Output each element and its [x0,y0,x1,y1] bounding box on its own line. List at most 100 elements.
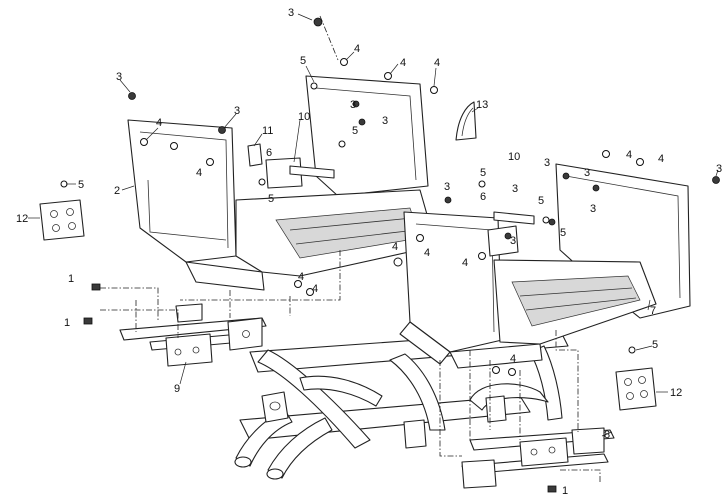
bolt-right-e [548,218,556,226]
leader-3-left [119,79,131,93]
stay-11-left [247,143,263,167]
assembly-line-k [439,360,462,457]
bracket-9-hole-2 [192,346,200,354]
emblem-body [455,101,477,141]
leader-3-left-mid [223,113,237,129]
right-floor-tread [511,275,641,327]
frame-tube-end-mid [266,468,284,480]
leader-11 [253,133,263,147]
nut-f [206,158,214,166]
leader-4-top-a [345,51,355,61]
bracket-9-hole-1 [174,348,182,356]
frame-front-tube [235,409,293,467]
callout-5-flap-left: 5 [78,179,84,191]
mud-flap-left-body [39,199,85,241]
nut-n [508,368,516,376]
frame-cross-tube-right [529,345,563,421]
callout-5-top-left: 5 [300,55,306,67]
leader-5-right [635,345,653,351]
bolt-right-d [504,232,512,240]
fasteners [60,17,720,493]
leader-4-top-c [433,67,437,87]
bracket-8-tab [571,427,605,455]
callout-3-right-b: 3 [512,183,518,195]
callout-labels: 3 5 4 4 4 3 3 13 5 10 11 3 3 4 4 6 5 2 5… [16,7,722,497]
callout-3-right-rear: 3 [716,163,722,175]
left-fender-outer-wall [127,119,237,263]
mud-flap-left [39,199,85,241]
screw-1c [547,485,557,493]
callout-4-floor-left: 4 [298,271,304,283]
frame-bracket-left-hole [269,401,281,411]
right-tread-line-2 [525,297,637,311]
side-emblem [455,101,477,141]
callout-3-center-b: 3 [382,115,388,127]
nut-e [170,142,178,150]
leader-13 [471,107,479,113]
callout-4-left-a: 4 [156,117,162,129]
callout-4-right-floor: 4 [510,353,516,365]
callout-10-left: 10 [298,111,310,123]
callout-4-right-a: 4 [626,149,632,161]
mud-flap-right-hole-2 [638,376,646,384]
bracket-9-tab [227,317,263,351]
leader-5-top [305,65,315,83]
mud-flap-left-hole-3 [52,224,60,232]
callout-4-right-b: 4 [658,153,664,165]
right-footrest-fender [399,163,691,369]
bolt-left-center [352,100,360,108]
stay-10-left [289,165,335,179]
nut-k [416,234,424,242]
callout-9: 9 [174,383,180,395]
mud-flap-right [615,367,657,411]
assembly-line-a [100,287,159,320]
left-fender-front-lip [185,261,265,291]
mud-flap-left-hole-4 [68,222,76,230]
washer-right-tab [542,216,550,224]
nut-h [306,288,314,296]
bolt-right-b [592,184,600,192]
callout-4-top-c: 4 [434,57,440,69]
bolt-left-rear [218,126,226,134]
stay-10-right [493,211,535,225]
callout-3-right-e: 3 [590,203,596,215]
bracket-8-plate [519,437,569,467]
washer-right-flap [628,346,636,354]
callout-3-right-a: 3 [444,181,450,193]
callout-5-center: 5 [352,125,358,137]
callout-10-right: 10 [508,151,520,163]
callout-5-left-mid: 5 [268,193,274,205]
washer-left-stay [310,82,318,90]
callout-4-right-c: 4 [424,247,430,259]
bolt-right-rear [712,176,720,184]
mud-flap-right-hole-3 [626,392,634,400]
callout-13: 13 [476,99,488,111]
callout-6-right: 6 [480,191,486,203]
callout-1-b: 1 [64,317,70,329]
callout-3-center-a: 3 [350,99,356,111]
nut-i [602,150,610,158]
leader-8 [601,431,613,437]
bracket-8-hole-1 [530,448,538,456]
callout-12-right: 12 [670,387,682,399]
frame-cross-tube-left [257,349,371,449]
leader-3-right-rear [715,169,719,177]
callout-11: 11 [262,125,273,137]
assembly-lines [100,15,601,484]
left-footrest-fender [127,75,437,291]
assembly-line-l [560,469,601,484]
screw-1a [91,283,101,291]
stay-6-left [265,157,303,189]
callout-3-top: 3 [288,7,294,19]
bolt-left-center-2 [358,118,366,126]
left-tread-line-1 [289,217,413,231]
assembly-line-j [555,330,579,432]
bracket-8-hole-2 [548,446,556,454]
callout-4-right-e: 4 [392,241,398,253]
stays-and-brackets [247,143,535,257]
assembly-line-e [180,250,341,301]
assembly-line-m [319,15,339,61]
mud-flap-right-hole-1 [624,378,632,386]
callout-4-right-d: 4 [462,257,468,269]
right-fender-front-lip [449,343,543,369]
